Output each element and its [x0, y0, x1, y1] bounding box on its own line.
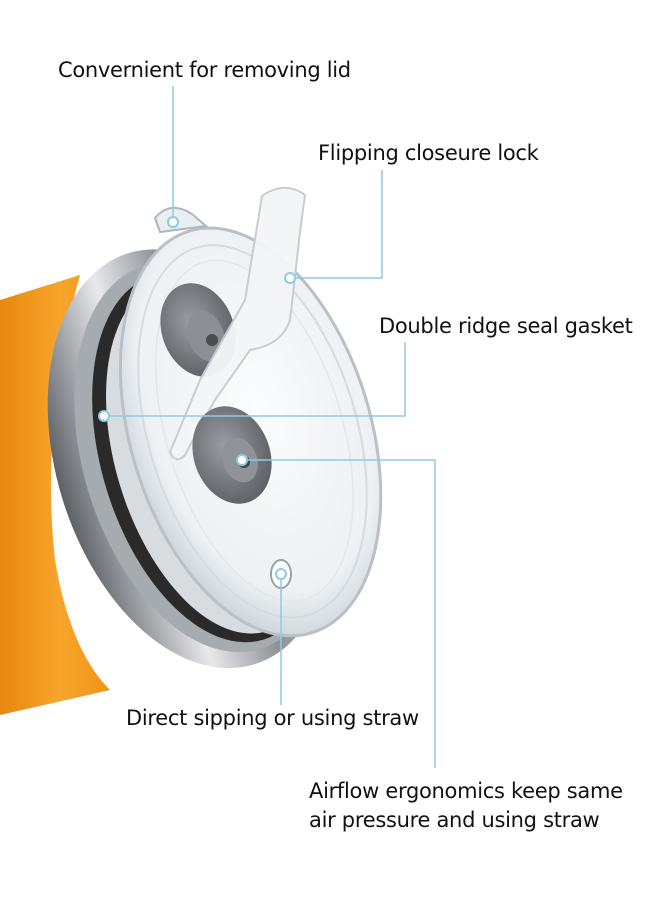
tumbler-body [0, 275, 110, 715]
label-removing-lid: Convernient for removing lid [58, 58, 351, 82]
lid-pull-tab [153, 207, 209, 234]
flip-closure-tab [168, 186, 307, 461]
label-sipping: Direct sipping or using straw [126, 706, 419, 730]
callout-dots [98, 216, 296, 580]
label-airflow-line1: Airflow ergonomics keep same [309, 779, 623, 803]
label-airflow-line2: air pressure and using straw [309, 808, 600, 832]
label-closure-lock: Flipping closeure lock [318, 141, 539, 165]
callout-lines [104, 86, 436, 768]
label-seal-gasket: Double ridge seal gasket [379, 314, 633, 338]
